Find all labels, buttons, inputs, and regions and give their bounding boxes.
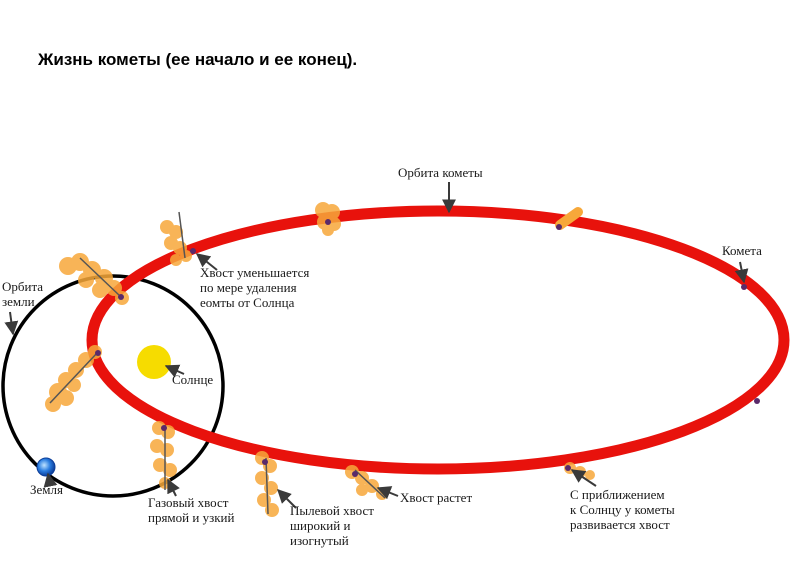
comet-approach [564, 462, 595, 480]
comet-upper-left [59, 253, 129, 305]
comet-dust-tail [255, 451, 279, 517]
arrow-dust-tail [277, 489, 297, 509]
label-approach-3: развивается хвост [570, 517, 670, 532]
page-title: Жизнь кометы (ее начало и ее конец). [38, 50, 358, 69]
label-comet-orbit: Орбита кометы [398, 165, 483, 180]
comet-nucleus-right-1 [741, 284, 747, 290]
comet-perihelion [45, 345, 102, 412]
arrow-gas-tail [167, 478, 180, 497]
label-tail-shrinks-3: еомты от Солнца [200, 295, 295, 310]
arrow-earth-orbit [4, 311, 19, 336]
earth-orbit [1, 274, 225, 498]
label-approach-2: к Солнцу у кометы [570, 502, 675, 517]
label-comet: Комета [722, 243, 762, 258]
comet-tail-shrinking [160, 211, 196, 266]
arrow-approach [570, 469, 597, 487]
arrow-comet [734, 261, 749, 284]
label-tail-shrinks-2: по мере удаления [200, 280, 297, 295]
label-gas-tail-1: Газовый хвост [148, 495, 229, 510]
arrow-sun [164, 364, 185, 378]
label-earth-orbit-1: Орбита [2, 279, 43, 294]
label-tail-grows: Хвост растет [400, 490, 472, 505]
comet-top-right [555, 207, 583, 230]
comet-orbit [86, 205, 790, 475]
label-dust-tail-2: широкий и [290, 518, 350, 533]
arrow-tail-grows [376, 486, 399, 500]
earth [36, 457, 56, 477]
comet-far-top [315, 202, 341, 236]
label-dust-tail-1: Пылевой хвост [290, 503, 374, 518]
label-tail-shrinks-1: Хвост уменьшается [200, 265, 309, 280]
sun [137, 345, 171, 379]
label-earth: Земля [30, 482, 63, 497]
label-gas-tail-2: прямой и узкий [148, 510, 234, 525]
label-sun: Солнце [172, 372, 213, 387]
label-dust-tail-3: изогнутый [290, 533, 349, 548]
label-approach-1: С приближением [570, 487, 665, 502]
arrow-tail-shrinks [195, 253, 218, 271]
label-earth-orbit-2: земли [2, 294, 35, 309]
comet-nucleus-right-2 [754, 398, 760, 404]
arrow-earth [43, 472, 58, 488]
